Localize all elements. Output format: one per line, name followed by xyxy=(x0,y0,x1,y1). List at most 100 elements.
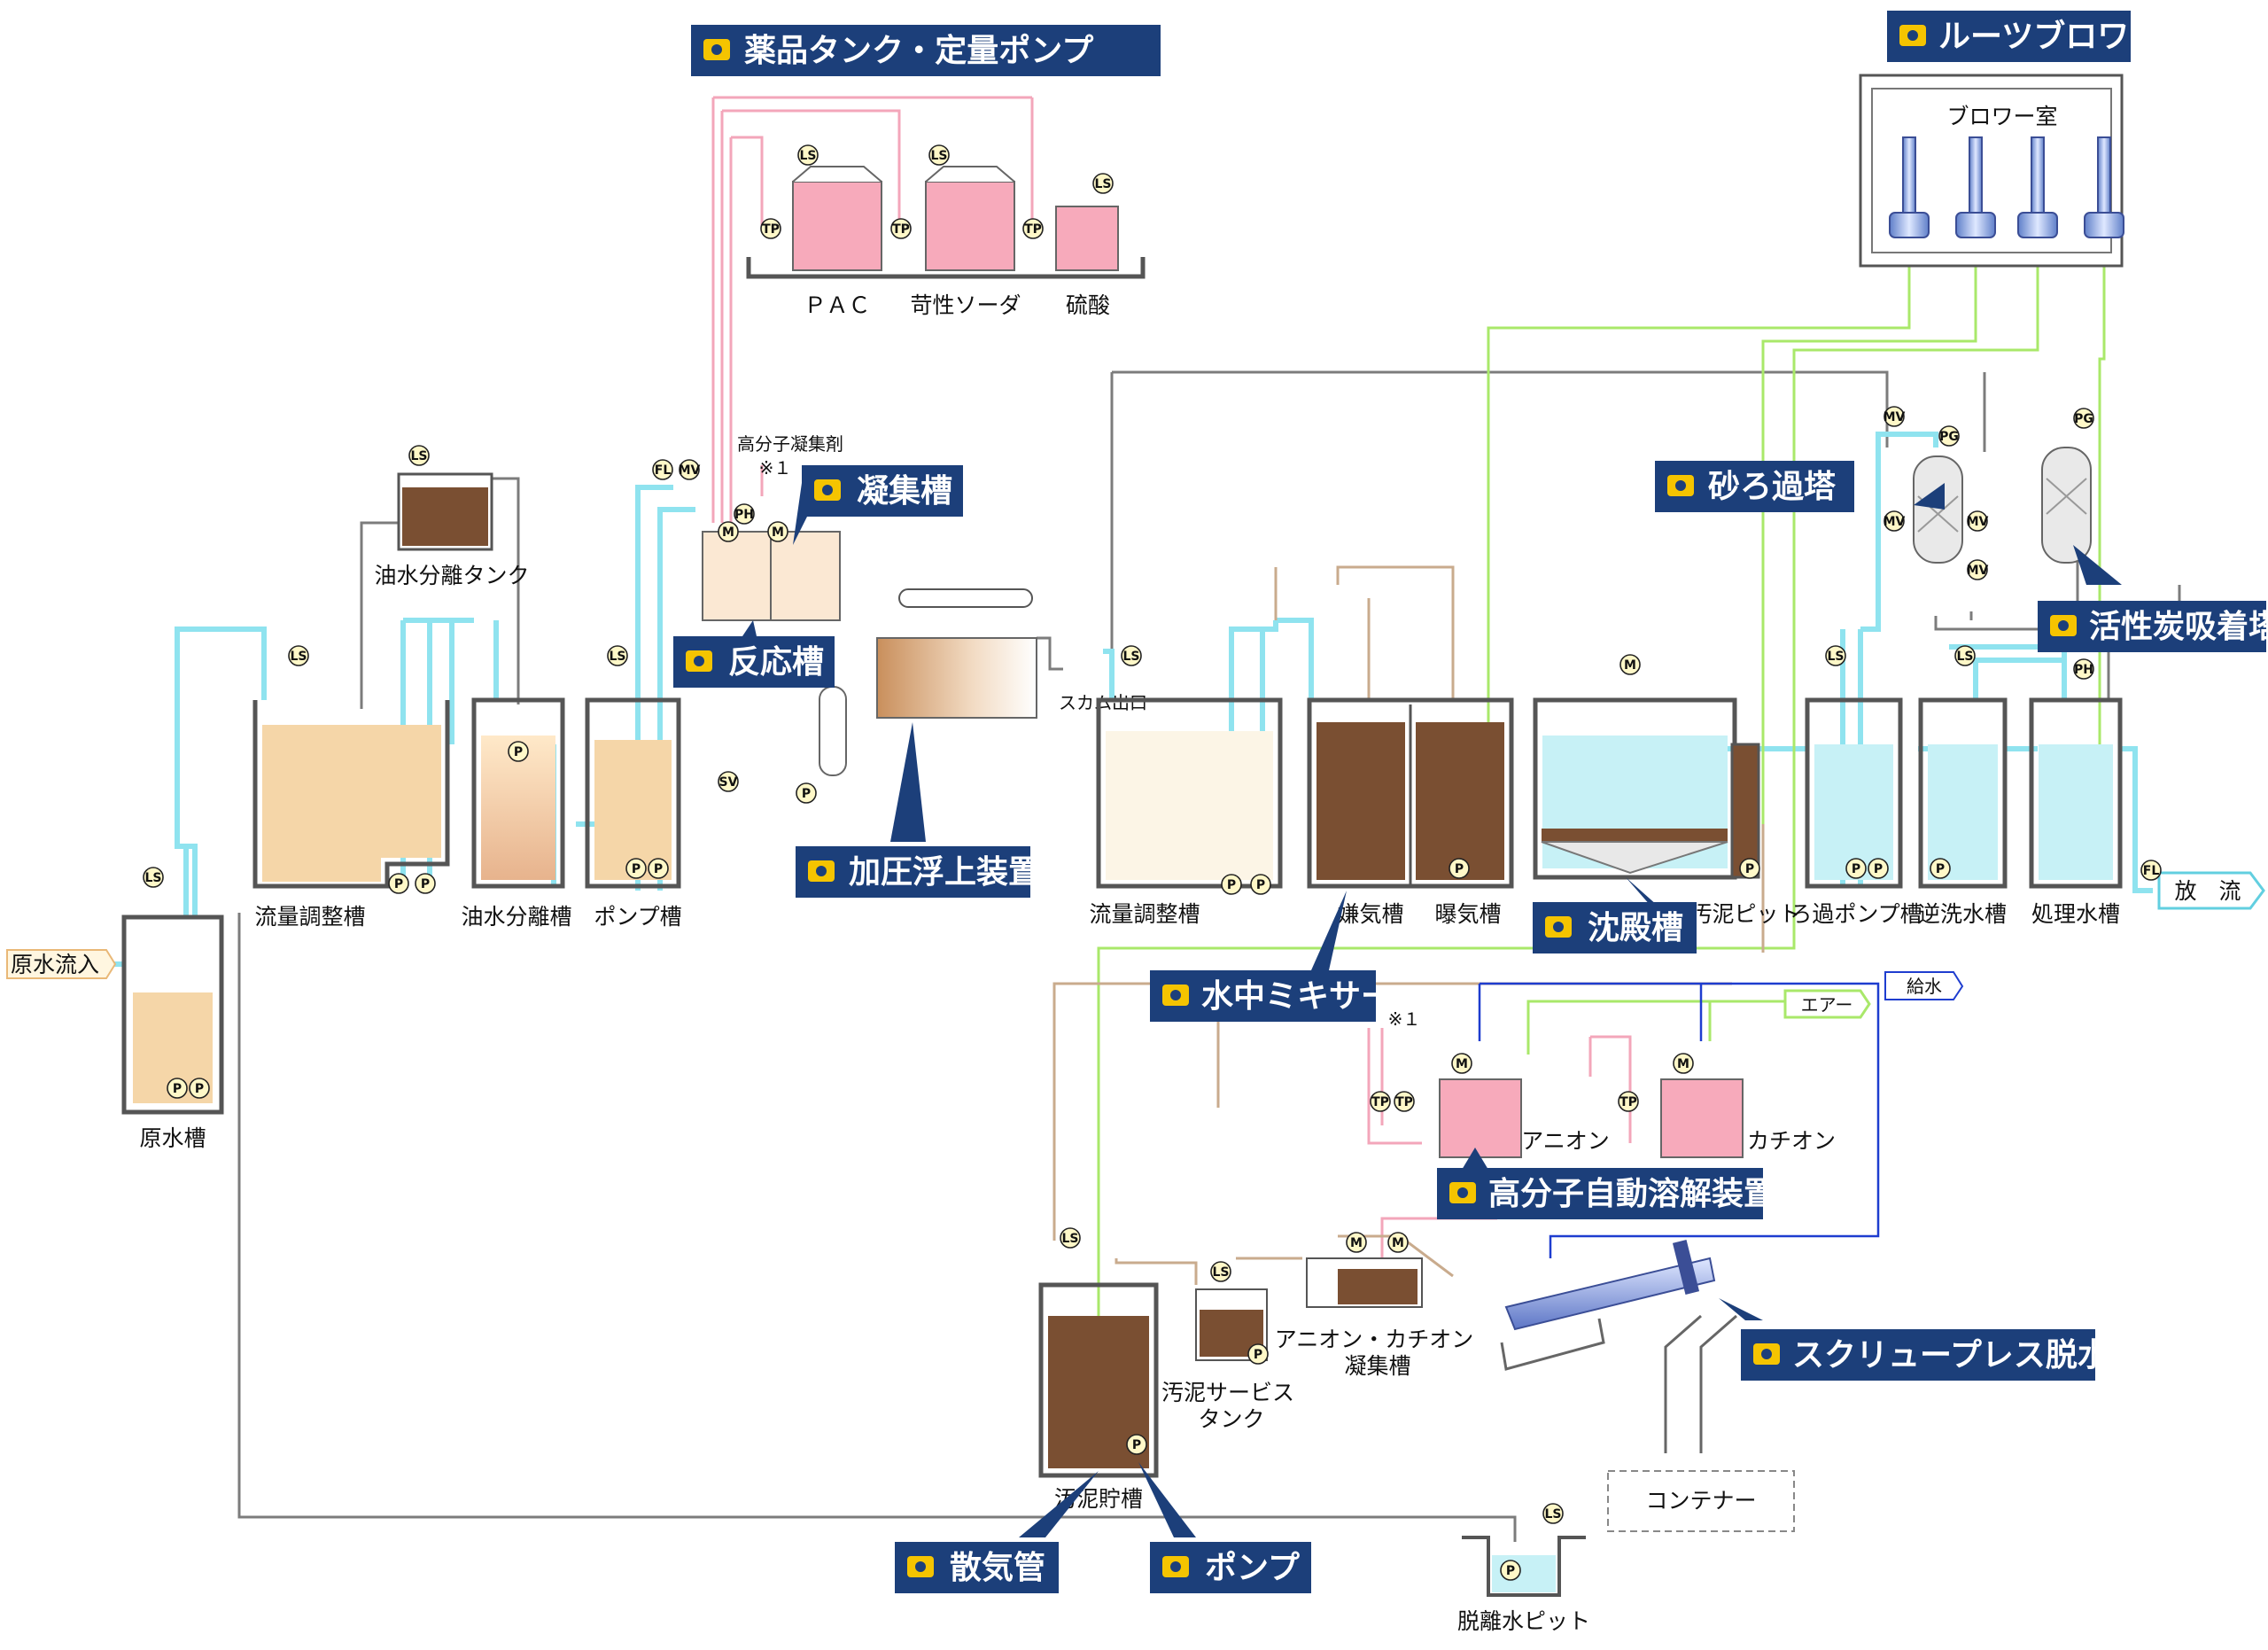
reaction-coag-tanks: 高分子凝集剤 ※１ xyxy=(702,433,843,621)
svg-text:MV: MV xyxy=(1884,410,1906,424)
svg-text:LS: LS xyxy=(1061,1232,1078,1246)
callout-submersible-mixer[interactable]: 水中ミキサー xyxy=(1150,970,1393,1022)
clarifier-tank: 汚泥ピット xyxy=(1533,697,1801,927)
mixer-m-reaction: M xyxy=(718,521,739,542)
svg-text:TP: TP xyxy=(1371,1095,1389,1109)
ls-sensor-flow2: LS xyxy=(1121,645,1142,666)
fl-meter-top: FL xyxy=(652,459,673,480)
ls-sensor-soda: LS xyxy=(928,144,950,166)
svg-text:P: P xyxy=(1874,862,1883,876)
svg-text:TP: TP xyxy=(1024,222,1042,237)
pump-p-pit2: P xyxy=(1500,1560,1521,1581)
callout-reaction-tank[interactable]: 反応槽 xyxy=(673,636,835,688)
dewater-pit: 脱離水ピット xyxy=(1457,1536,1590,1634)
ls-sensor-service: LS xyxy=(1210,1261,1231,1282)
svg-text:PH: PH xyxy=(734,508,754,522)
filter-pump-tank-label: ろ過ポンプ槽 xyxy=(1790,901,1922,927)
tp-anion-a: TP xyxy=(1370,1091,1391,1112)
callout-daf[interactable]: 加圧浮上装置 xyxy=(796,846,1040,898)
svg-text:P: P xyxy=(394,877,403,891)
inflow-tag: 原水流入 xyxy=(6,949,117,979)
svg-text:P: P xyxy=(1132,1438,1141,1452)
tp-anion-b: TP xyxy=(1394,1091,1415,1112)
svg-text:水中ミキサー: 水中ミキサー xyxy=(1201,978,1393,1015)
callout-coag-tank[interactable]: 凝集槽 xyxy=(802,465,963,517)
ph-sensor-reaction: PH xyxy=(734,503,755,525)
pump-p-flow1-a: P xyxy=(388,873,409,894)
svg-text:P: P xyxy=(654,862,663,876)
pac-label: ＰＡＣ xyxy=(804,292,870,318)
svg-text:LS: LS xyxy=(1956,650,1973,664)
discharge-label: 放 流 xyxy=(2174,878,2241,904)
mv-valve-top: MV xyxy=(679,459,701,480)
svg-text:P: P xyxy=(1256,878,1265,892)
ls-sensor-sludge: LS xyxy=(1060,1227,1081,1249)
flow-adjust-tank-2: 流量調整槽 xyxy=(1089,697,1283,927)
callout-roots-blower[interactable]: ルーツブロワ xyxy=(1887,11,2131,62)
svg-text:M: M xyxy=(772,525,784,540)
pump-p-flow2-b: P xyxy=(1250,874,1271,895)
svg-text:M: M xyxy=(722,525,734,540)
ls-sensor-acid: LS xyxy=(1092,173,1114,194)
svg-text:LS: LS xyxy=(290,650,307,664)
callout-pump[interactable]: ポンプ xyxy=(1150,1542,1311,1593)
pump-p-filter-a: P xyxy=(1845,858,1867,879)
ls-sensor-raw: LS xyxy=(143,867,164,888)
callout-polymer-dissolver[interactable]: 高分子自動溶解装置 xyxy=(1437,1168,1775,1219)
pump-p-flow2-a: P xyxy=(1221,874,1242,895)
svg-text:PH: PH xyxy=(2074,663,2093,677)
svg-text:P: P xyxy=(1936,862,1945,876)
sludge-pit-label: 汚泥ピット xyxy=(1689,901,1800,927)
svg-text:P: P xyxy=(632,862,641,876)
svg-text:凝集槽: 凝集槽 xyxy=(857,473,952,510)
sand-filter-vessel xyxy=(1913,455,1963,564)
svg-text:スクリュープレス脱水機: スクリュープレス脱水機 xyxy=(1792,1337,2141,1374)
callout-pointers xyxy=(726,483,2122,1537)
svg-text:P: P xyxy=(195,1082,204,1096)
svg-text:LS: LS xyxy=(1212,1265,1229,1280)
backwash-tank: 逆洗水槽 xyxy=(1918,697,2008,927)
ls-sensor-pump1: LS xyxy=(607,645,628,666)
pump-p-raw-a: P xyxy=(167,1078,188,1099)
callout-diffuser[interactable]: 散気管 xyxy=(895,1542,1059,1593)
svg-text:MV: MV xyxy=(1967,564,1989,578)
air-label: エアー xyxy=(1801,994,1853,1016)
svg-text:砂ろ過塔: 砂ろ過塔 xyxy=(1708,469,1837,505)
mixer-m-coag: M xyxy=(767,521,788,542)
anion-cation-coag-label: アニオン・カチオン 凝集槽 xyxy=(1275,1327,1480,1379)
blower-units xyxy=(1889,136,2124,238)
callout-sand-filter[interactable]: 砂ろ過塔 xyxy=(1655,461,1854,512)
pump-p-service: P xyxy=(1247,1343,1269,1365)
svg-text:LS: LS xyxy=(1094,177,1111,191)
svg-text:反応槽: 反応槽 xyxy=(728,644,824,681)
svg-text:LS: LS xyxy=(1544,1507,1561,1522)
svg-text:散気管: 散気管 xyxy=(950,1550,1045,1586)
svg-text:P: P xyxy=(173,1082,182,1096)
chemical-tank-area: ＰＡＣ 苛性ソーダ 硫酸 xyxy=(746,166,1146,318)
tp-cation: TP xyxy=(1618,1091,1639,1112)
pump-p-aeration: P xyxy=(1449,858,1470,879)
svg-text:M: M xyxy=(1350,1236,1363,1250)
pump-p-sludge: P xyxy=(1126,1434,1147,1455)
pump-tank-1: ポンプ槽 xyxy=(585,697,682,930)
svg-text:M: M xyxy=(1392,1236,1404,1250)
svg-text:P: P xyxy=(421,877,430,891)
pump-p-pump1-b: P xyxy=(648,858,669,879)
callout-chem-tank-pump[interactable]: 薬品タンク・定量ポンプ xyxy=(691,25,1161,76)
svg-text:TP: TP xyxy=(762,222,780,237)
svg-text:P: P xyxy=(1227,878,1236,892)
svg-text:PG: PG xyxy=(2074,412,2093,426)
carbon-vessel xyxy=(2041,447,2092,564)
callout-screw-press[interactable]: スクリュープレス脱水機 xyxy=(1741,1329,2141,1381)
callout-activated-carbon[interactable]: 活性炭吸着塔 xyxy=(2038,601,2268,652)
pump-p-pump1-a: P xyxy=(625,858,647,879)
svg-text:P: P xyxy=(514,745,523,759)
svg-text:MV: MV xyxy=(679,463,701,478)
ls-sensor-filter: LS xyxy=(1825,645,1846,666)
callout-clarifier[interactable]: 沈殿槽 xyxy=(1533,902,1697,953)
svg-text:PG: PG xyxy=(1939,430,1959,444)
pump-p-flow1-b: P xyxy=(415,873,436,894)
svg-text:P: P xyxy=(1745,862,1754,876)
mixer-m-coag2-b: M xyxy=(1387,1232,1409,1253)
